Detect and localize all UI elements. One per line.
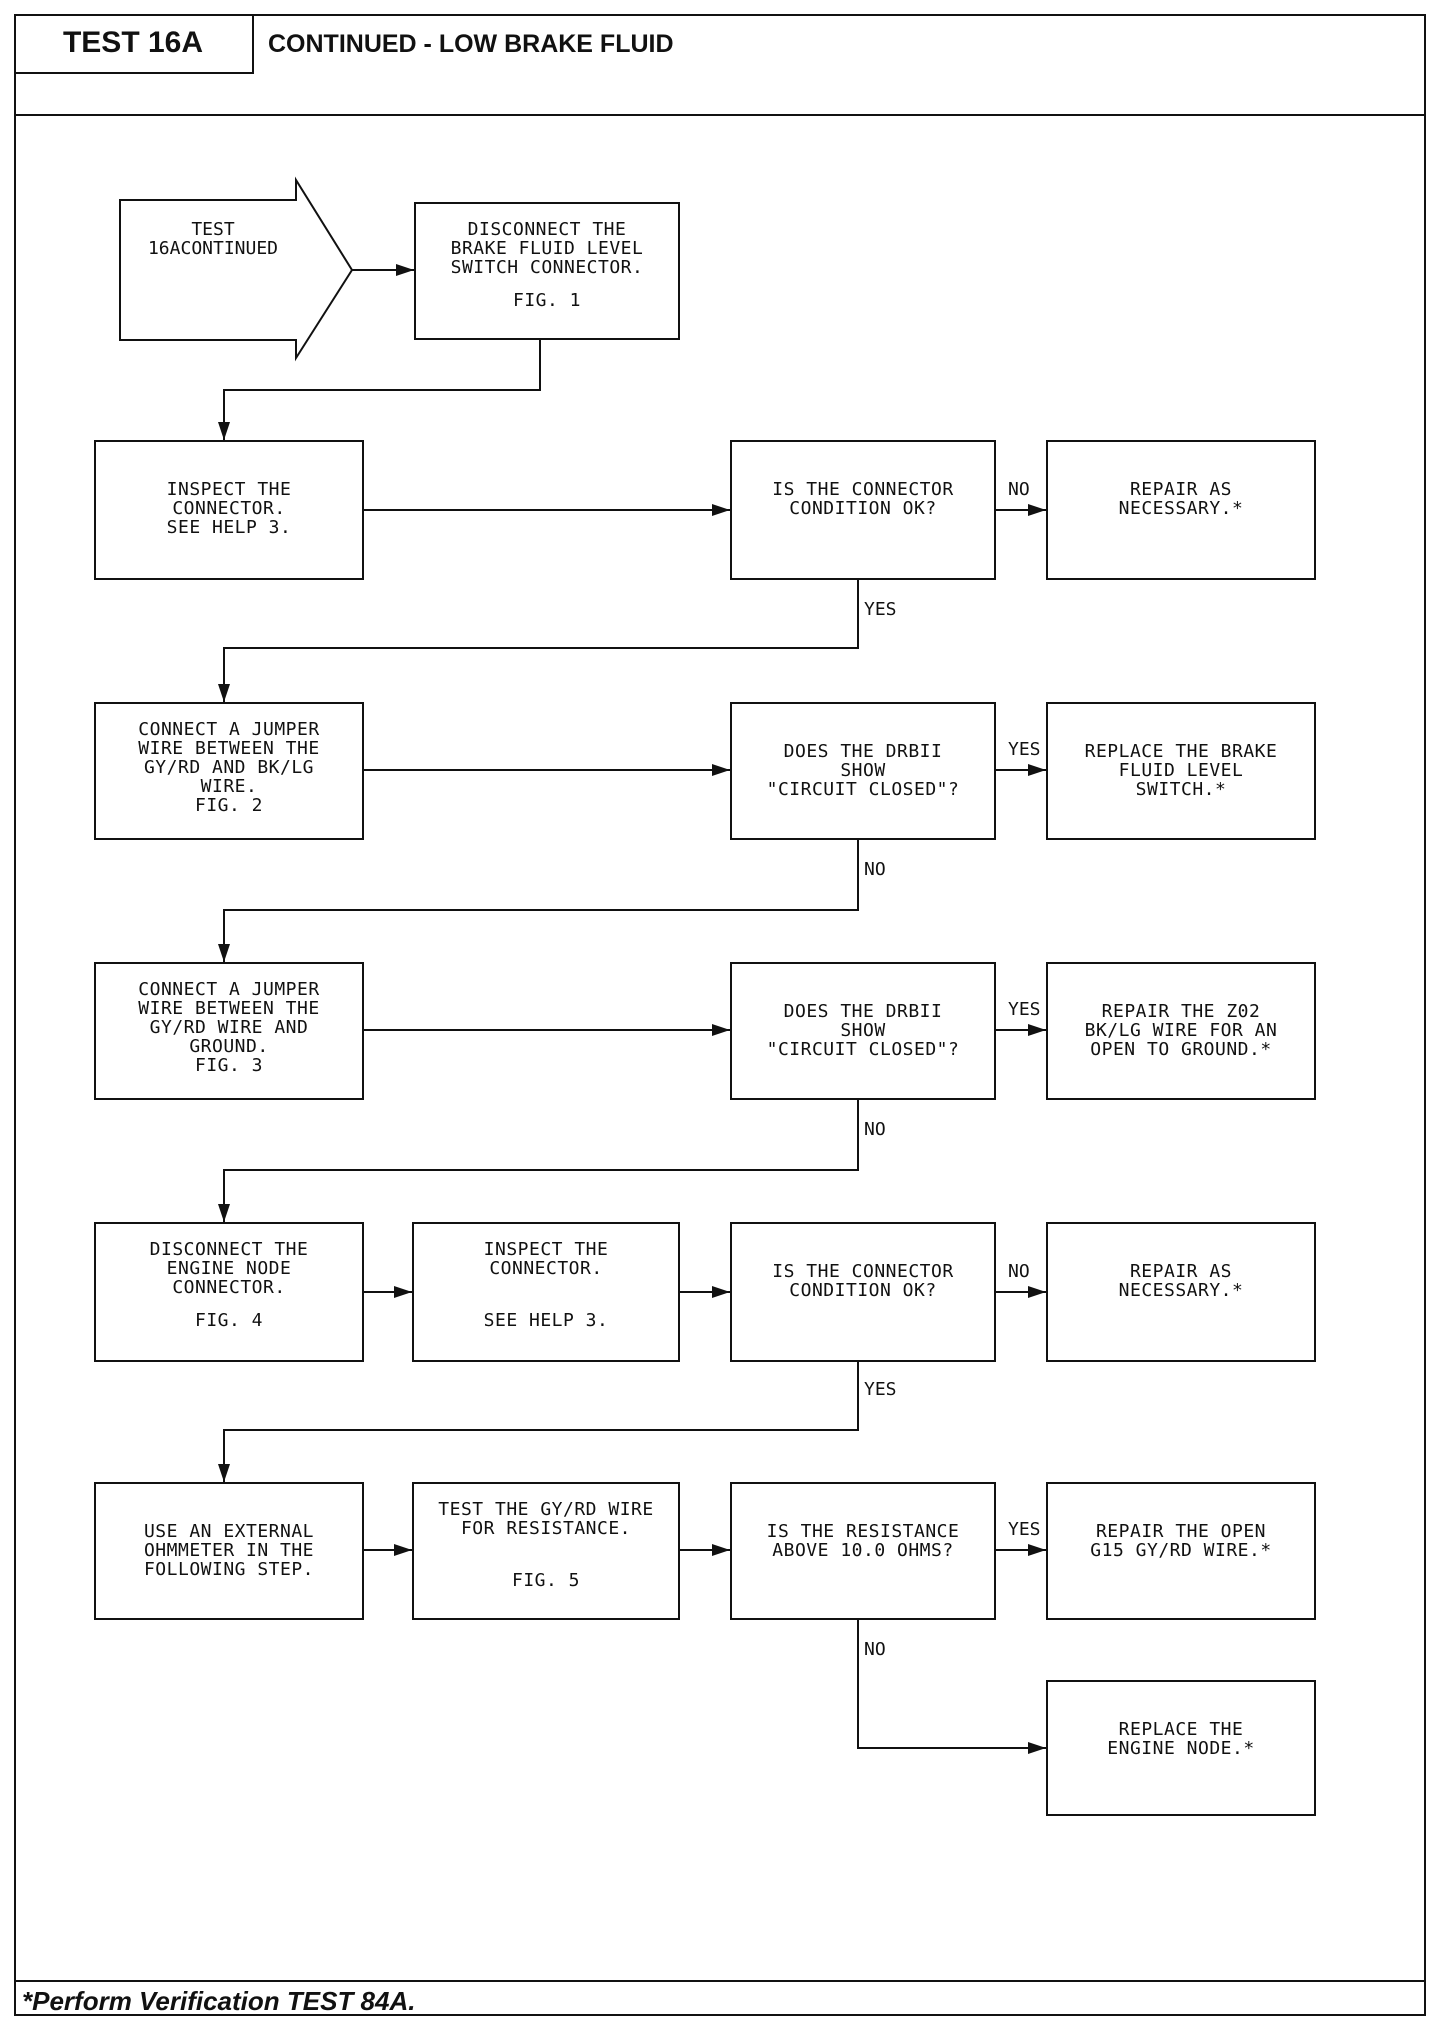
label-yes: YES — [864, 599, 897, 620]
test-label: TEST 16A — [14, 14, 254, 74]
label-no: NO — [1008, 1261, 1030, 1282]
header-divider — [14, 114, 1426, 116]
footer-note: *Perform Verification TEST 84A. — [22, 1986, 416, 2016]
label-yes: YES — [1008, 999, 1041, 1020]
start-arrow-shape — [119, 176, 354, 362]
label-no: NO — [864, 859, 886, 880]
label-yes: YES — [1008, 739, 1041, 760]
label-no: NO — [1008, 479, 1030, 500]
page-frame — [14, 14, 1426, 2016]
footer-divider — [14, 1980, 1426, 1982]
start-label: TEST 16ACONTINUED — [147, 219, 279, 259]
label-no: NO — [864, 1119, 886, 1140]
label-no: NO — [864, 1639, 886, 1660]
label-yes: YES — [864, 1379, 897, 1400]
page-title: CONTINUED - LOW BRAKE FLUID — [268, 30, 674, 58]
label-yes: YES — [1008, 1519, 1041, 1540]
